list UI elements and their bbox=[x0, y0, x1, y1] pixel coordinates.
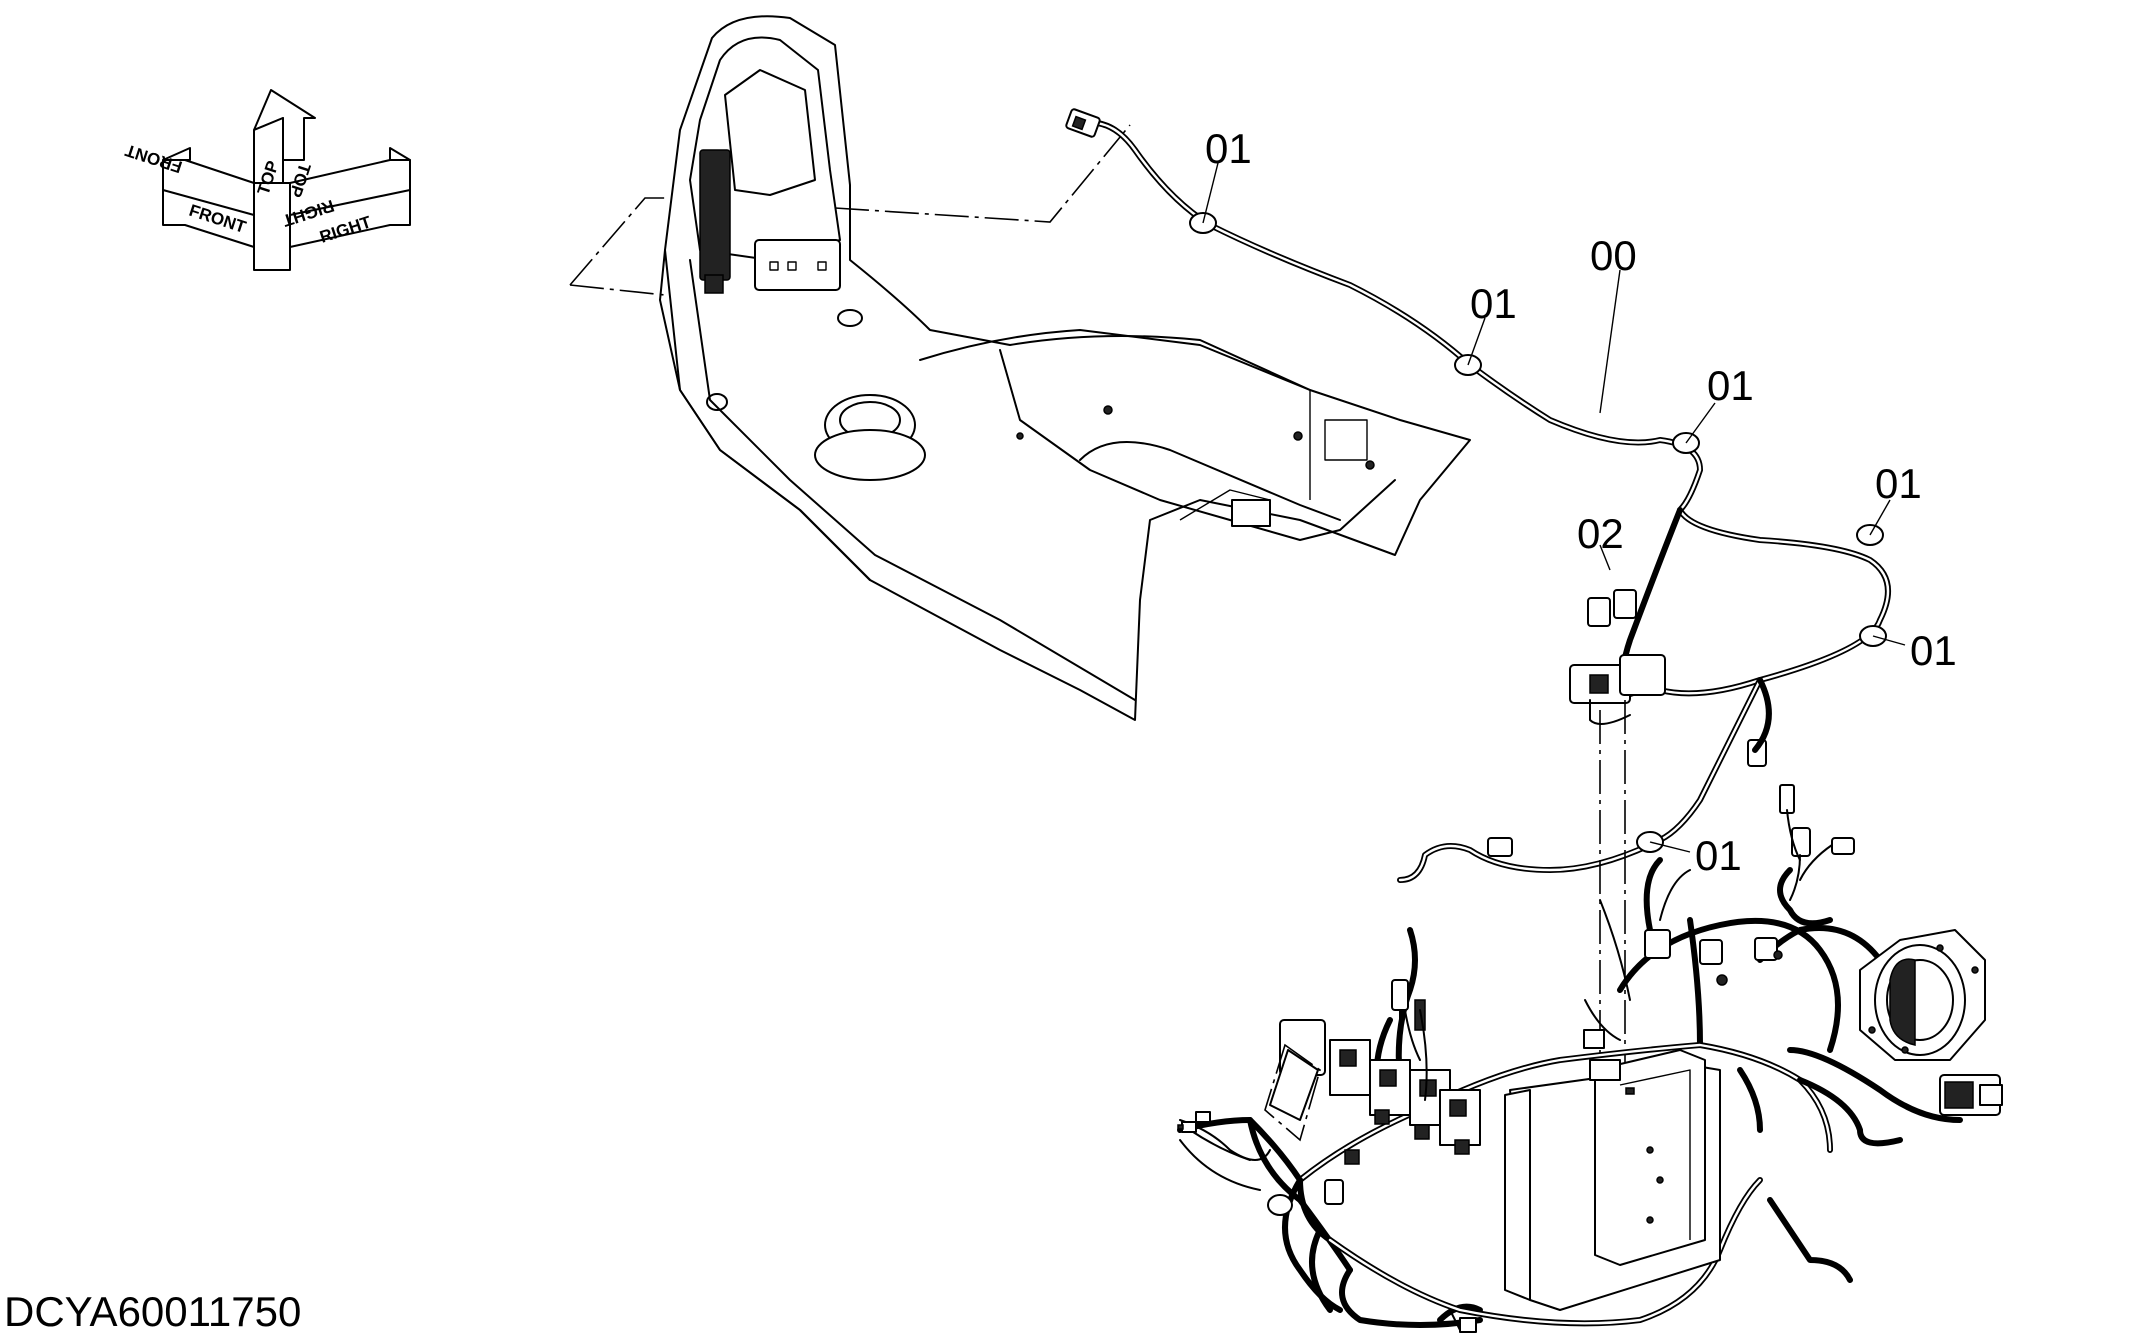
orientation-marker: FRONT FRONT TOP TOP RIGHT RIGHT bbox=[122, 89, 411, 271]
callout-01-d: 01 bbox=[1875, 460, 1922, 507]
round-flange bbox=[1859, 929, 1986, 1061]
upper-harness bbox=[1065, 108, 1906, 883]
side-console bbox=[569, 15, 1471, 721]
callout-00: 00 bbox=[1590, 232, 1637, 279]
callout-01-e: 01 bbox=[1910, 627, 1957, 674]
callout-02: 02 bbox=[1577, 510, 1624, 557]
clip-icon bbox=[1189, 212, 1887, 853]
callout-01-c: 01 bbox=[1707, 362, 1754, 409]
callout-01-f: 01 bbox=[1695, 832, 1742, 879]
callout-01-b: 01 bbox=[1470, 280, 1517, 327]
lower-harness bbox=[1177, 784, 2003, 1333]
front-label-mirrored: FRONT bbox=[122, 140, 184, 176]
relay-assembly bbox=[1569, 589, 1666, 1080]
drawing-id: DCYA60011750 bbox=[4, 1288, 301, 1335]
callouts: 01 00 01 01 01 02 01 01 bbox=[1205, 125, 1957, 879]
callout-01-a: 01 bbox=[1205, 125, 1252, 172]
